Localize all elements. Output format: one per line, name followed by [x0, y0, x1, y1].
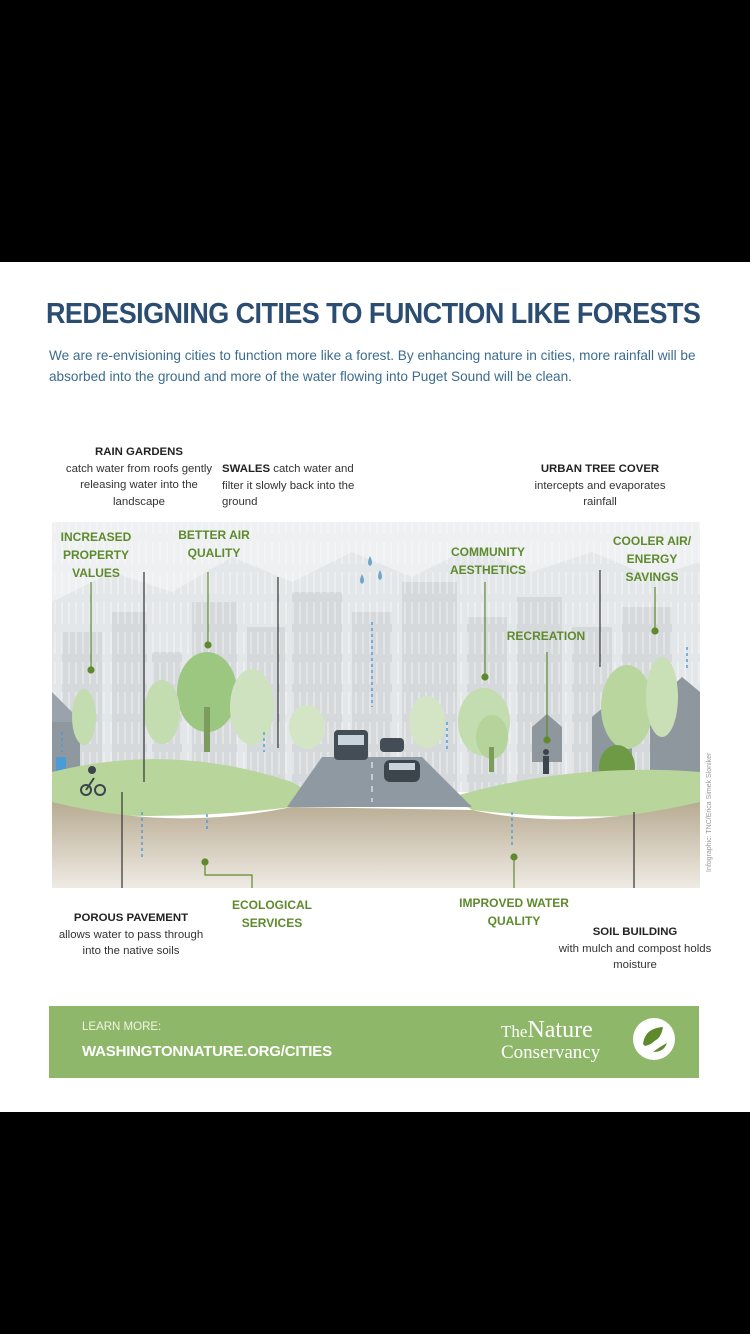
soil-building-text: with mulch and compost holds moisture — [558, 942, 712, 972]
urban-tree-cover-label: URBAN TREE COVER intercepts and evaporat… — [530, 461, 670, 511]
urban-tree-cover-heading: URBAN TREE COVER — [540, 463, 660, 475]
soil-building-label: SOIL BUILDING with mulch and compost hol… — [555, 924, 715, 974]
benefit-increased-property-values: INCREASED PROPERTY VALUES — [60, 530, 132, 580]
rain-gardens-label: RAIN GARDENS catch water from roofs gent… — [64, 444, 214, 510]
learn-more-label: LEARN MORE: — [82, 1021, 162, 1033]
water-flow-arrows — [61, 622, 688, 857]
benefit-ecological-services: ECOLOGICAL SERVICES — [232, 898, 312, 930]
learn-more-link[interactable]: WASHINGTONNATURE.ORG/CITIES — [82, 1043, 332, 1060]
ground-right — [452, 769, 700, 817]
urban-tree-cover-text: intercepts and evaporates rainfall — [534, 479, 666, 509]
porous-pavement-text: allows water to pass through into the na… — [58, 928, 204, 958]
swales-heading: SWALES — [222, 463, 271, 475]
pedestrian — [543, 749, 549, 774]
car-far — [380, 738, 404, 752]
benefit-community-aesthetics: COMMUNITY AESTHETICS — [449, 545, 526, 577]
leaf-logo-icon — [633, 1018, 675, 1060]
benefit-lines — [87, 572, 659, 888]
infographic-sheet: REDESIGNING CITIES TO FUNCTION LIKE FORE… — [0, 262, 750, 1112]
benefit-recreation: RECREATION — [506, 629, 586, 643]
benefit-cooler-air-energy-savings: COOLER AIR/ ENERGY SAVINGS — [612, 534, 692, 584]
street — [287, 757, 472, 807]
city-illustration — [52, 522, 700, 888]
soil — [52, 802, 700, 888]
rain-gardens-text: catch water from roofs gently releasing … — [65, 462, 213, 508]
swales-text: catch water and filter it slowly back in… — [222, 463, 355, 508]
cyclist — [80, 766, 106, 796]
swales-label: SWALES catch water and filter it slowly … — [222, 461, 356, 511]
raindrop-icons — [360, 556, 382, 584]
page-title: REDESIGNING CITIES TO FUNCTION LIKE FORE… — [46, 298, 701, 330]
intro-text: We are re-envisioning cities to function… — [49, 348, 696, 384]
rain-gardens-heading: RAIN GARDENS — [95, 446, 183, 458]
porous-pavement-heading: POROUS PAVEMENT — [73, 912, 189, 924]
ground-left — [52, 759, 317, 816]
footer-banner: LEARN MORE: WASHINGTONNATURE.ORG/CITIES … — [49, 1006, 699, 1078]
soil-building-heading: SOIL BUILDING — [592, 926, 678, 938]
benefit-better-air-quality: BETTER AIR QUALITY — [178, 528, 250, 560]
porous-pavement-label: POROUS PAVEMENT allows water to pass thr… — [58, 910, 204, 960]
car-near — [384, 760, 420, 782]
bus — [334, 730, 368, 760]
benefit-improved-water-quality: IMPROVED WATER QUALITY — [459, 896, 569, 928]
callout-lines — [121, 570, 635, 888]
image-credit: Infographic: TNC/Erica Simek Sloniker — [706, 752, 713, 872]
